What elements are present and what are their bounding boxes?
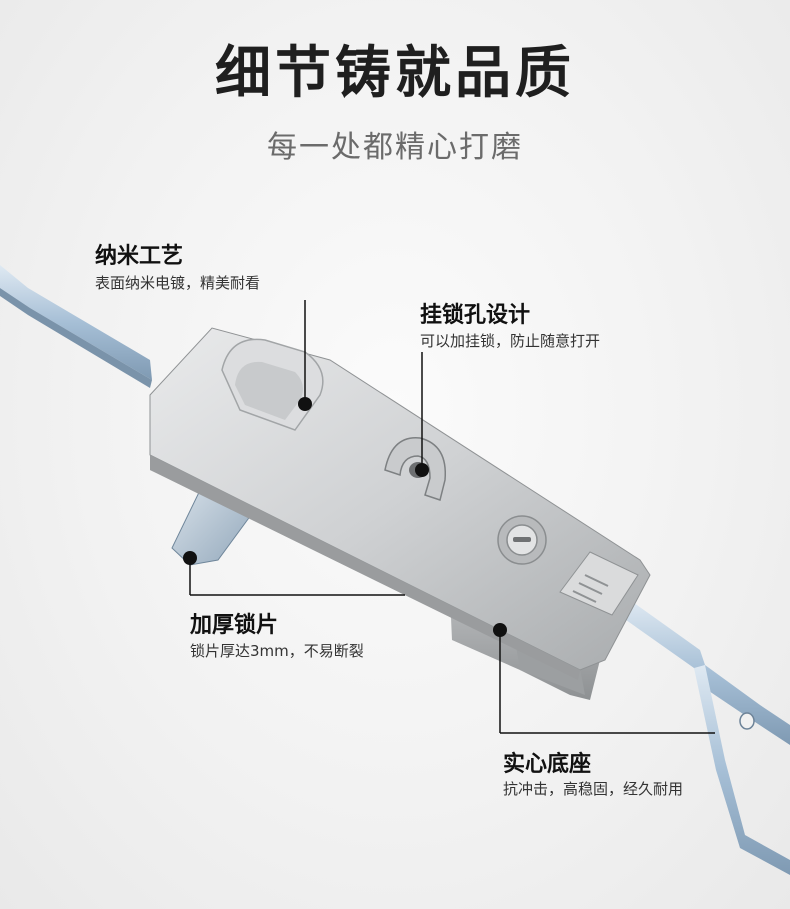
lock-body (149, 327, 651, 680)
callout-title-lock-plate: 加厚锁片 (190, 613, 279, 638)
callout-line-nano (298, 300, 312, 411)
callout-line-padlock-hole (415, 352, 429, 477)
callout-desc-base: 抗冲击，高稳固，经久耐用 (503, 780, 684, 798)
connecting-rod-right (626, 600, 790, 875)
page-subtitle: 每一处都精心打磨 (267, 130, 523, 165)
page-title: 细节铸就品质 (215, 41, 575, 106)
connecting-rod-left (0, 265, 152, 388)
callout-title-base: 实心底座 (503, 752, 592, 777)
callout-desc-nano: 表面纳米电镀，精美耐看 (95, 274, 261, 292)
callout-line-lock-plate (183, 551, 405, 596)
callout-line-base (493, 623, 715, 734)
callout-title-padlock-hole: 挂锁孔设计 (420, 303, 531, 328)
callout-title-nano: 纳米工艺 (95, 244, 184, 269)
callout-desc-lock-plate: 锁片厚达3mm，不易断裂 (190, 642, 364, 660)
callout-desc-padlock-hole: 可以加挂锁，防止随意打开 (420, 332, 601, 350)
